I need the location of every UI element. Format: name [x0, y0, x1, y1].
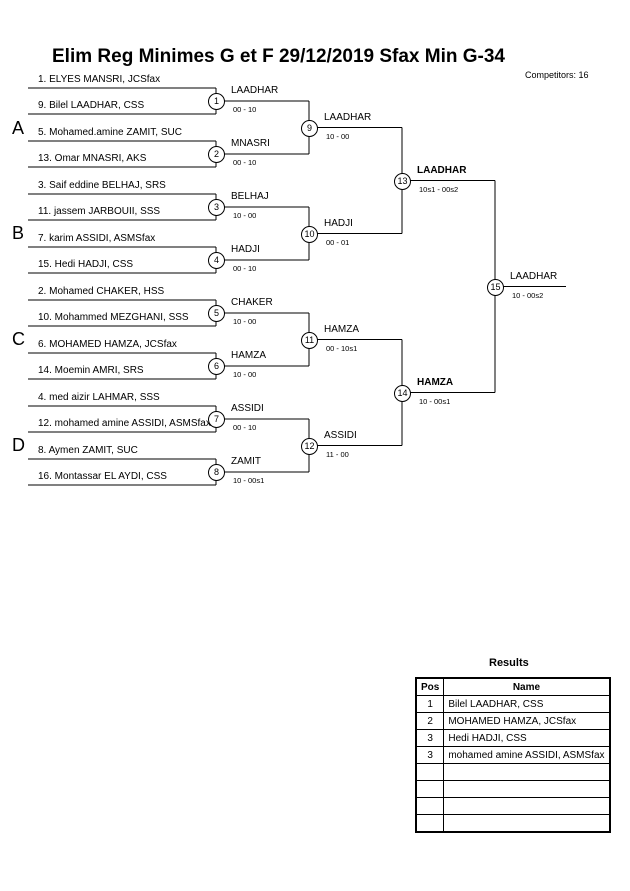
match-winner: HAMZA	[324, 323, 359, 335]
match-winner: MNASRI	[231, 138, 270, 149]
competitor-entry: 10. Mohammed MEZGHANI, SSS	[38, 312, 189, 323]
match-score: 10 - 00	[326, 131, 350, 141]
competitor-entry: 1. ELYES MANSRI, JCSfax	[38, 74, 161, 85]
result-pos	[415, 814, 445, 833]
competitor-entry: 7. karim ASSIDI, ASMSfax	[38, 233, 156, 244]
results-row	[415, 814, 611, 833]
match-winner: BELHAJ	[231, 191, 269, 202]
match-winner: ASSIDI	[231, 403, 264, 414]
result-pos	[415, 763, 445, 781]
results-title: Results	[489, 657, 529, 669]
match-winner: HAMZA	[231, 350, 266, 361]
match-number: 4	[208, 252, 225, 269]
competitor-entry: 14. Moemin AMRI, SRS	[38, 365, 144, 376]
match-winner: ZAMIT	[231, 456, 261, 467]
result-name: MOHAMED HAMZA, JCSfax	[443, 712, 611, 730]
result-pos: 3	[415, 746, 445, 764]
match-score: 10 - 00	[233, 317, 257, 326]
match-winner: HAMZA	[417, 376, 454, 388]
competitor-entry: 8. Aymen ZAMIT, SUC	[38, 445, 138, 456]
match-number: 6	[208, 358, 225, 375]
match-number: 3	[208, 199, 225, 216]
results-header-pos: Pos	[415, 677, 445, 696]
competitor-entry: 16. Montassar EL AYDI, CSS	[38, 471, 167, 482]
result-pos	[415, 797, 445, 815]
result-pos	[415, 780, 445, 798]
match-winner: LAADHAR	[510, 270, 558, 282]
match-score: 00 - 10s1	[326, 343, 358, 353]
match-score: 00 - 10	[233, 264, 257, 273]
result-name: Hedi HADJI, CSS	[443, 729, 611, 747]
match-score: 00 - 10	[233, 105, 257, 114]
match-score: 10 - 00s1	[419, 396, 451, 406]
match-score: 10 - 00	[233, 370, 257, 379]
competitor-entry: 4. med aizir LAHMAR, SSS	[38, 392, 160, 403]
results-header-name: Name	[443, 677, 611, 696]
competitor-entry: 3. Saif eddine BELHAJ, SRS	[38, 180, 166, 191]
match-number: 10	[301, 225, 318, 243]
match-winner: HADJI	[324, 217, 353, 229]
match-number: 1	[208, 93, 225, 110]
match-number: 5	[208, 305, 225, 322]
match-score: 00 - 01	[326, 237, 350, 247]
match-number: 11	[301, 331, 318, 349]
result-name	[443, 797, 611, 815]
match-score: 11 - 00	[326, 449, 349, 459]
competitor-entry: 15. Hedi HADJI, CSS	[38, 259, 134, 270]
competitor-entry: 2. Mohamed CHAKER, HSS	[38, 286, 165, 297]
result-name	[443, 780, 611, 798]
competitors-count: Competitors: 16	[525, 70, 589, 80]
pool-label: A	[12, 118, 25, 138]
match-winner: CHAKER	[231, 297, 273, 308]
results-header-row: Pos Name	[415, 677, 611, 696]
results-row	[415, 763, 611, 781]
match-number: 14	[394, 384, 411, 402]
match-score: 00 - 10	[233, 423, 257, 432]
match-winner: ASSIDI	[324, 429, 357, 441]
result-name: Bilel LAADHAR, CSS	[443, 695, 611, 713]
competitor-entry: 13. Omar MNASRI, AKS	[38, 153, 147, 164]
match-number: 9	[301, 119, 318, 137]
result-name: mohamed amine ASSIDI, ASMSfax	[443, 746, 611, 764]
result-pos: 3	[415, 729, 445, 747]
pool-label: C	[12, 329, 25, 349]
result-name	[443, 763, 611, 781]
results-row	[415, 797, 611, 815]
pool-label: D	[12, 435, 25, 455]
match-score: 10 - 00s2	[512, 290, 544, 300]
match-number: 12	[301, 437, 318, 455]
match-score: 10s1 - 00s2	[419, 184, 459, 194]
result-pos: 2	[415, 712, 445, 730]
result-name	[443, 814, 611, 833]
match-score: 00 - 10	[233, 158, 257, 167]
match-number: 2	[208, 146, 225, 163]
match-number: 7	[208, 411, 225, 428]
competitor-entry: 9. Bilel LAADHAR, CSS	[38, 100, 145, 111]
competitor-entry: 5. Mohamed.amine ZAMIT, SUC	[38, 127, 182, 138]
results-row	[415, 780, 611, 798]
match-winner: LAADHAR	[324, 111, 372, 123]
competitor-entry: 11. jassem JARBOUII, SSS	[38, 206, 161, 217]
match-number: 13	[394, 172, 411, 190]
competitor-entry: 12. mohamed amine ASSIDI, ASMSfax	[38, 418, 211, 429]
pool-label: B	[12, 223, 25, 243]
match-number: 15	[487, 278, 504, 296]
match-score: 10 - 00s1	[233, 476, 265, 485]
match-winner: HADJI	[231, 244, 260, 255]
match-score: 10 - 00	[233, 211, 257, 220]
competitor-entry: 6. MOHAMED HAMZA, JCSfax	[38, 339, 177, 350]
result-pos: 1	[415, 695, 445, 713]
match-winner: LAADHAR	[231, 85, 279, 96]
match-number: 8	[208, 464, 225, 481]
page-title: Elim Reg Minimes G et F 29/12/2019 Sfax …	[52, 46, 506, 67]
match-winner: LAADHAR	[417, 164, 467, 176]
